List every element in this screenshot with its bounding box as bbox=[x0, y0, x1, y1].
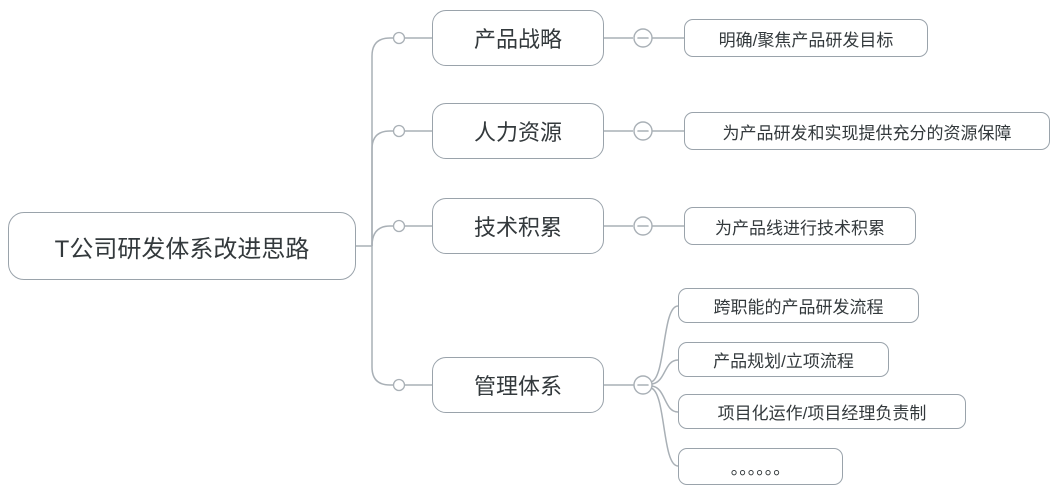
node-branch-management-system[interactable]: 管理体系 bbox=[432, 357, 604, 413]
node-leaf[interactable]: 为产品研发和实现提供充分的资源保障 bbox=[684, 112, 1050, 150]
node-branch-product-strategy[interactable]: 产品战略 bbox=[432, 10, 604, 66]
node-root[interactable]: T公司研发体系改进思路 bbox=[8, 212, 356, 280]
node-leaf[interactable]: 跨职能的产品研发流程 bbox=[678, 288, 919, 323]
connector-line bbox=[650, 387, 679, 467]
node-leaf[interactable]: 明确/聚焦产品研发目标 bbox=[684, 19, 928, 57]
node-leaf[interactable]: 为产品线进行技术积累 bbox=[684, 207, 916, 245]
connector-line bbox=[651, 359, 679, 385]
collapse-button[interactable] bbox=[633, 216, 653, 236]
branch-connector-dot bbox=[392, 124, 406, 138]
node-branch-human-resources[interactable]: 人力资源 bbox=[432, 103, 604, 159]
connector-line bbox=[371, 37, 432, 246]
node-leaf[interactable]: 项目化运作/项目经理负责制 bbox=[678, 394, 966, 429]
connector-line bbox=[371, 246, 432, 386]
node-branch-technology-accumulation[interactable]: 技术积累 bbox=[432, 198, 604, 254]
branch-connector-dot bbox=[392, 378, 406, 392]
node-leaf[interactable]: 产品规划/立项流程 bbox=[678, 342, 889, 377]
collapse-button[interactable] bbox=[633, 121, 653, 141]
collapse-button[interactable] bbox=[633, 28, 653, 48]
collapse-button[interactable] bbox=[633, 375, 653, 395]
connector-line bbox=[650, 305, 679, 383]
node-leaf[interactable]: 。。。。。。 bbox=[678, 448, 843, 485]
branch-connector-dot bbox=[392, 219, 406, 233]
branch-connector-dot bbox=[392, 31, 406, 45]
connector-line bbox=[371, 130, 432, 246]
connector-line bbox=[371, 225, 432, 247]
connector-line bbox=[651, 385, 679, 413]
